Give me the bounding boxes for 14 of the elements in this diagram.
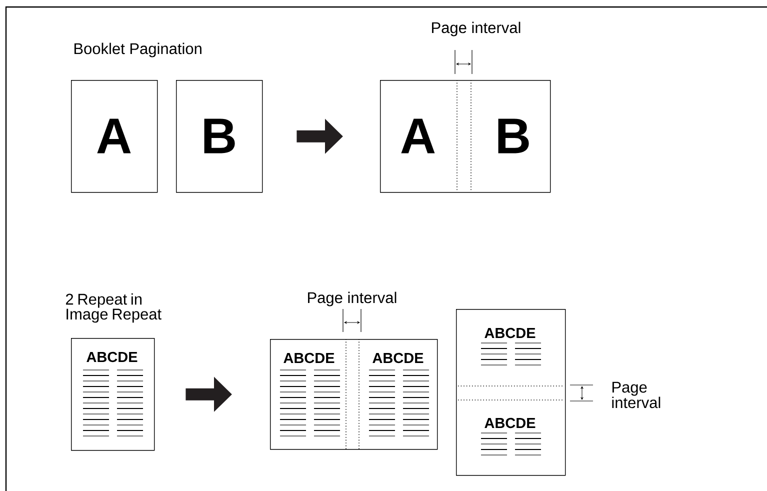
page-heading: ABCDE — [86, 352, 138, 362]
caption-text: Page interval — [308, 292, 396, 306]
page-letter: A — [401, 118, 435, 154]
page-heading: ABCDE — [372, 352, 424, 364]
page-letter: A — [97, 118, 131, 154]
page-heading: ABCDE — [284, 352, 334, 364]
page-letter: B — [498, 118, 529, 154]
caption-text: 2 Repeat in Image Repeat — [66, 293, 162, 323]
caption-text: Page interval — [432, 22, 520, 36]
caption-text: Page interval — [612, 382, 660, 408]
caption-text: Booklet Pagination — [74, 42, 202, 58]
page-heading: ABCDE — [484, 418, 536, 428]
page-heading: ABCDE — [484, 328, 536, 338]
page-letter: B — [204, 118, 235, 154]
